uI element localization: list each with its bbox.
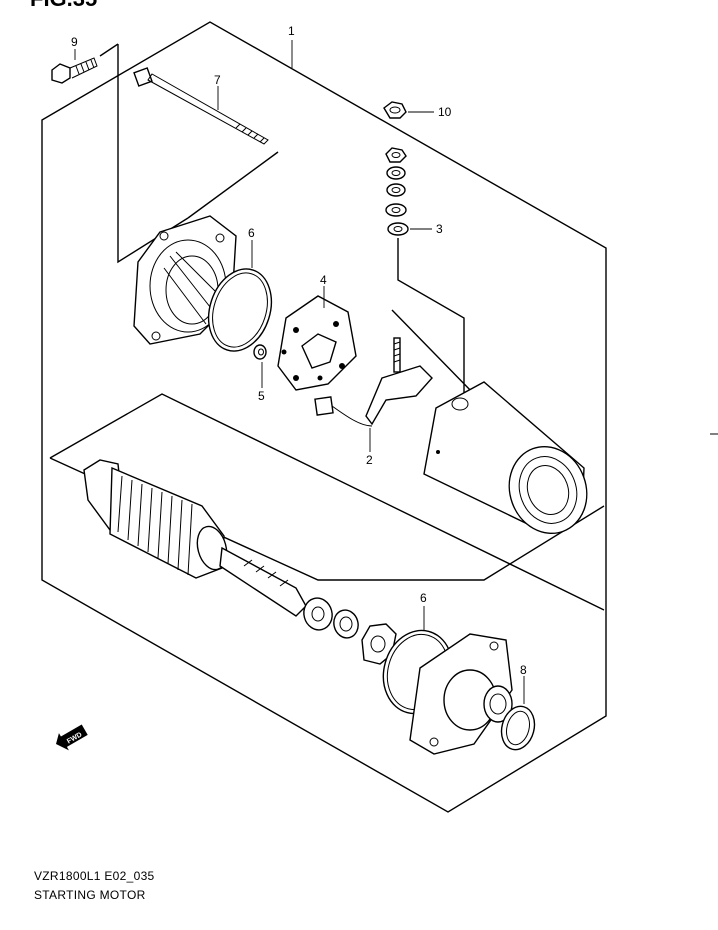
part-10-nut <box>383 101 407 119</box>
callout-6-lower: 6 <box>420 591 427 605</box>
part-9-bolt <box>51 57 98 84</box>
part-7-long-bolt <box>133 67 269 145</box>
figure-label: FIG.35 <box>30 0 97 11</box>
callout-10: 10 <box>438 105 452 119</box>
part-6-o-ring-upper <box>207 268 273 352</box>
section-title: STARTING MOTOR <box>34 888 146 902</box>
inner-bracket-left <box>99 43 119 57</box>
callout-6-upper: 6 <box>248 226 255 240</box>
callout-4: 4 <box>320 273 327 287</box>
part-8-seal <box>500 705 536 751</box>
callout-1: 1 <box>288 24 295 38</box>
inner-bracket-mid <box>187 151 279 219</box>
part-3-washer-stack <box>385 147 409 236</box>
callout-9: 9 <box>71 35 78 49</box>
model-code: VZR1800L1 E02_035 <box>34 869 155 883</box>
armature <box>83 459 307 617</box>
part-4-brush-plate <box>277 295 357 391</box>
callout-7: 7 <box>214 73 221 87</box>
front-washers <box>303 597 397 665</box>
forward-arrow-icon: FWD <box>56 724 88 751</box>
part-2-brush-holder <box>314 337 433 427</box>
front-cover-housing <box>409 633 513 755</box>
callout-8: 8 <box>520 663 527 677</box>
motor-yoke <box>423 381 588 535</box>
part-5-bearing <box>253 344 267 360</box>
callout-2: 2 <box>366 453 373 467</box>
yoke-guide-lines <box>391 238 475 400</box>
assembly-boundary <box>41 21 607 813</box>
callout-5: 5 <box>258 389 265 403</box>
callout-3: 3 <box>436 222 443 236</box>
